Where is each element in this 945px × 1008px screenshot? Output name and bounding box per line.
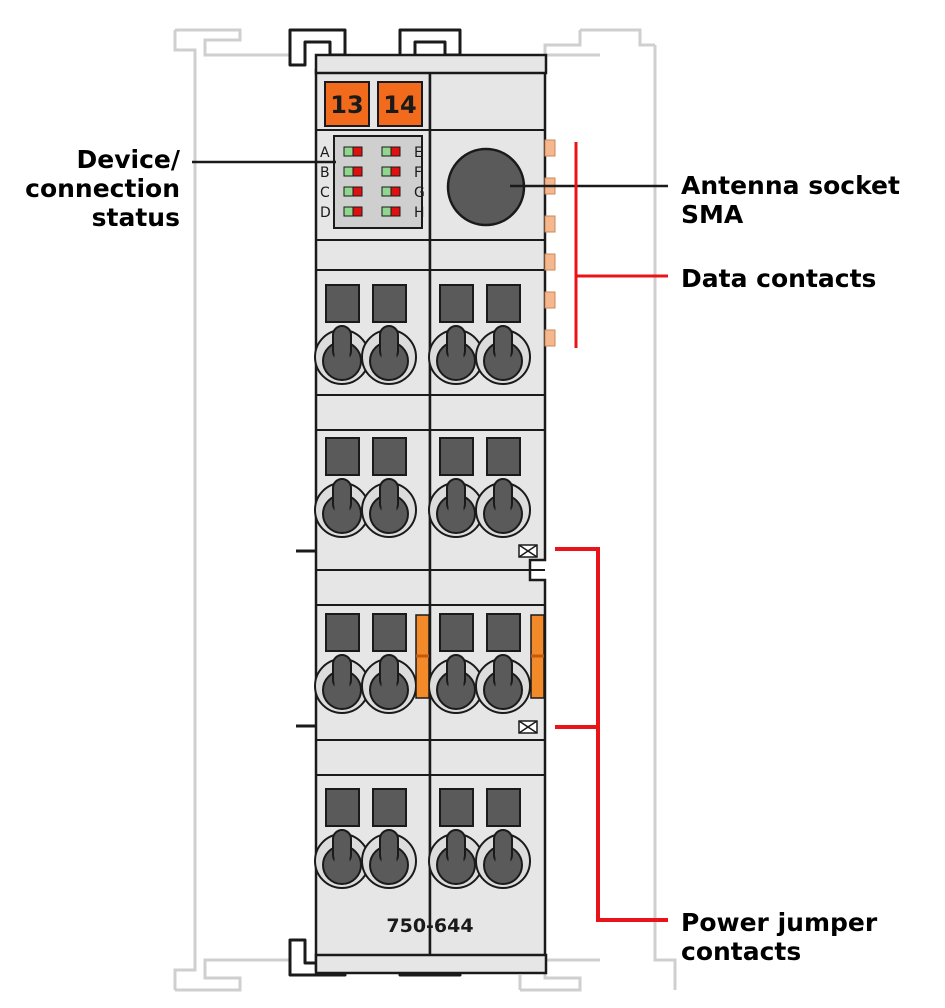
led-letter-left: A [320, 145, 330, 161]
power-jumper-label: Power jumper contacts [681, 908, 931, 966]
section-dividers [316, 129, 545, 776]
terminal-point [475, 613, 531, 714]
led-letter-right: H [414, 205, 425, 221]
led-indicator [381, 166, 401, 177]
led-indicator [343, 186, 363, 197]
data-contact [544, 291, 556, 309]
data-contact [544, 253, 556, 271]
led-letter-left: D [320, 205, 331, 221]
terminal-point [361, 788, 417, 889]
device-status-label: Device/ connection status [20, 145, 180, 232]
marker-14-label: 14 [383, 91, 416, 119]
antenna-line-2: SMA [681, 200, 744, 229]
terminal-point [361, 437, 417, 538]
device-status-line-2: connection [25, 174, 180, 203]
led-letter-right: E [414, 145, 423, 161]
led-indicator [381, 186, 401, 197]
terminal-point [428, 613, 484, 714]
power-jumper-line-2: contacts [681, 937, 802, 966]
terminal-point [475, 284, 531, 385]
led-indicators [343, 146, 401, 217]
data-contact [544, 139, 556, 157]
part-number: 750-644 [386, 915, 473, 937]
terminal-point [314, 284, 370, 385]
power-jumper-bracket [555, 547, 668, 922]
terminal-point [314, 437, 370, 538]
device-status-line-3: status [91, 203, 180, 232]
terminal-blocks [314, 284, 531, 889]
led-indicator [381, 146, 401, 157]
callout-lines [192, 142, 668, 922]
led-indicator [343, 206, 363, 217]
terminal-point [428, 788, 484, 889]
data-contact [544, 329, 556, 347]
din-rail [173, 28, 677, 992]
power-jumper-notches [518, 544, 538, 734]
marker-13-label: 13 [330, 91, 363, 119]
terminal-point [475, 788, 531, 889]
power-jumper-strips [415, 614, 545, 699]
device-status-line-1: Device/ [76, 145, 180, 174]
power-jumper-line-1: Power jumper [681, 908, 878, 937]
led-indicator [343, 146, 363, 157]
data-contacts-text: Data contacts [681, 264, 877, 293]
led-letter-left: C [320, 185, 330, 201]
led-letter-right: F [414, 165, 422, 181]
led-letter-left: B [320, 165, 330, 181]
terminal-point [361, 613, 417, 714]
terminal-point [361, 284, 417, 385]
led-indicator [343, 166, 363, 177]
terminal-point [475, 437, 531, 538]
terminal-point [428, 284, 484, 385]
marker-carriers: 13 14 [324, 81, 423, 127]
marker-14 [377, 81, 423, 127]
data-contact [544, 215, 556, 233]
led-letter-right: G [414, 185, 425, 201]
terminal-point [314, 788, 370, 889]
data-contacts-label: Data contacts [681, 264, 931, 293]
antenna-line-1: Antenna socket [681, 171, 900, 200]
antenna-label: Antenna socket SMA [681, 171, 931, 229]
data-contacts [544, 139, 556, 347]
left-edge-marks [296, 549, 316, 728]
led-indicator [381, 206, 401, 217]
marker-13 [324, 81, 370, 127]
